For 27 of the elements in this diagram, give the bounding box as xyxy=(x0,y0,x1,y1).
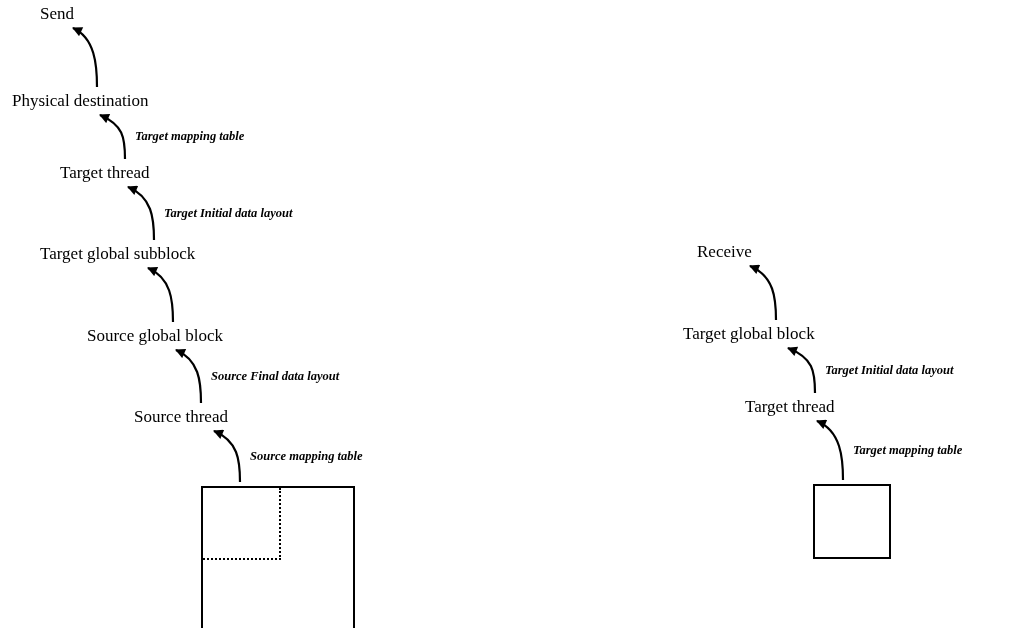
node-label: Source global block xyxy=(87,326,223,346)
edge-label: Target Initial data layout xyxy=(825,362,954,378)
curved-arrow xyxy=(787,347,817,393)
curved-arrow xyxy=(127,186,156,240)
block-outline xyxy=(813,484,891,559)
subblock-outline xyxy=(203,488,281,560)
node-label: Target global subblock xyxy=(40,244,196,264)
curved-arrow xyxy=(72,27,99,87)
node-label: Target thread xyxy=(60,163,150,183)
edge-label: Target Initial data layout xyxy=(164,205,293,221)
curved-arrow xyxy=(147,267,175,322)
edge-label: Target mapping table xyxy=(135,129,245,144)
node-label: Source thread xyxy=(134,407,228,427)
node-label: Send xyxy=(40,4,74,24)
curved-arrow xyxy=(99,114,127,159)
edge-label: Target mapping table xyxy=(853,442,963,458)
curved-arrow xyxy=(816,420,845,480)
curved-arrow xyxy=(213,430,242,482)
node-label: Target global block xyxy=(683,324,815,344)
edge-label: Source mapping table xyxy=(250,448,363,464)
node-label: Physical destination xyxy=(12,91,149,111)
curved-arrow xyxy=(175,349,203,403)
edge-label: Source Final data layout xyxy=(211,368,340,384)
block-outline xyxy=(201,486,355,628)
node-label: Receive xyxy=(697,242,752,262)
curved-arrow xyxy=(749,265,778,320)
node-label: Target thread xyxy=(745,397,835,417)
